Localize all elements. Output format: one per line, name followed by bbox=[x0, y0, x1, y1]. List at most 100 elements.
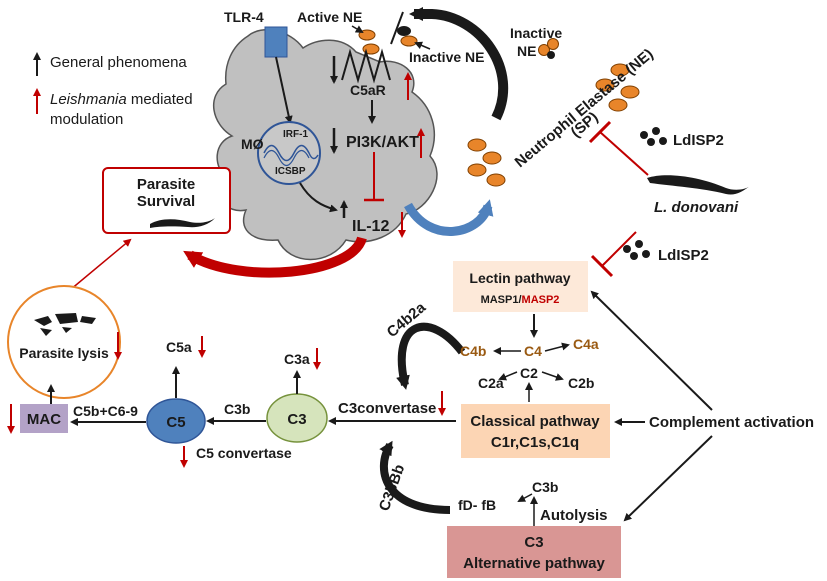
ne-particle-7 bbox=[467, 163, 487, 177]
ne-particle-4 bbox=[608, 98, 628, 112]
lysis-fragment-4 bbox=[40, 328, 52, 336]
pi3k-label: PI3K/AKT bbox=[346, 134, 419, 151]
c3bbb-curve-arrow bbox=[379, 440, 451, 514]
c4-label: C4 bbox=[524, 343, 542, 359]
c5-label: C5 bbox=[166, 414, 185, 431]
ne-elastase-label: Neutrophil Elastase (NE) bbox=[512, 46, 657, 172]
ne-particle-6 bbox=[482, 151, 502, 165]
lectin-label: Lectin pathway bbox=[469, 270, 570, 286]
mac-label: MAC bbox=[27, 411, 61, 428]
irf1-label: IRF-1 bbox=[283, 129, 308, 140]
alternative-pathway-box bbox=[447, 526, 621, 578]
ne-particle-5 bbox=[467, 138, 487, 152]
lectin-pathway-box bbox=[453, 261, 588, 312]
blue-curve-arrow bbox=[404, 199, 494, 236]
c4-to-c4a-arrow bbox=[544, 342, 570, 352]
fd-fb-label: fD- fB bbox=[458, 497, 496, 513]
lysis-fragment-2 bbox=[55, 313, 78, 324]
lysis-fragment-3 bbox=[80, 316, 96, 324]
inactive-ne-small-dark bbox=[547, 51, 555, 59]
inactive-ne-orange bbox=[400, 35, 418, 47]
inactive-ne-top-line1: Inactive bbox=[510, 25, 562, 41]
ne-particle-3 bbox=[620, 85, 640, 99]
tlr4-arrow bbox=[275, 56, 293, 124]
c5b-c6-9-label: C5b+C6-9 bbox=[73, 403, 138, 419]
ne-particle-8 bbox=[486, 173, 506, 187]
ldisp2-b-dot-3 bbox=[630, 252, 638, 260]
c2b-label: C2b bbox=[568, 375, 594, 391]
il12-label: IL-12 bbox=[352, 218, 389, 235]
alternative-line1: C3 bbox=[524, 534, 543, 551]
survival-line2: Survival bbox=[137, 193, 195, 210]
nucleus-wave-2 bbox=[263, 149, 310, 167]
active-ne-label: Active NE bbox=[297, 9, 362, 25]
ne-curve-arrow bbox=[409, 7, 509, 121]
survival-parasite-icon bbox=[150, 218, 215, 228]
inactive-ne-top-line2: NE bbox=[517, 43, 536, 59]
c2a-label: C2a bbox=[478, 375, 504, 391]
legend-general-label: General phenomena bbox=[50, 54, 187, 71]
c3-label: C3 bbox=[287, 411, 306, 428]
classical-pathway-box bbox=[461, 404, 610, 458]
survival-line1: Parasite bbox=[137, 176, 195, 193]
ldisp2-dot-3 bbox=[647, 138, 655, 146]
active-ne-2 bbox=[362, 43, 380, 55]
nucleus-to-il12-arrow bbox=[299, 182, 338, 213]
nucleus bbox=[257, 121, 321, 185]
nucleus-wave bbox=[263, 144, 319, 162]
parasite-lysis-label: Parasite lysis bbox=[19, 345, 109, 361]
icsbp-label: ICSBP bbox=[275, 166, 306, 177]
activation-to-alternative-arrow bbox=[623, 435, 713, 522]
slash-mark bbox=[390, 11, 404, 45]
classical-line1: Classical pathway bbox=[470, 413, 600, 430]
inactive-ne-small-2 bbox=[547, 38, 559, 50]
legend-leishmania-label: Leishmania mediated bbox=[50, 91, 193, 108]
complement-activation-label: Complement activation bbox=[649, 414, 814, 431]
inactive-ne-label: Inactive NE bbox=[409, 49, 484, 65]
ldisp2-b-dot-4 bbox=[642, 250, 650, 258]
lysis-to-survival-arrow bbox=[69, 238, 132, 291]
ldisp2-label-top: LdISP2 bbox=[673, 132, 724, 149]
alternative-line2: Alternative pathway bbox=[463, 555, 605, 572]
c2-to-c2b-arrow bbox=[541, 371, 564, 381]
ldisp2-inhibit-ne-line bbox=[599, 131, 649, 176]
c3a-label: C3a bbox=[284, 351, 310, 367]
ldisp2-inhibit-ne-bar bbox=[588, 120, 612, 144]
parasite-lysis-circle bbox=[7, 285, 121, 399]
lysis-fragment-5 bbox=[62, 327, 72, 333]
legend: General phenomena Leishmania mediated mo… bbox=[33, 52, 193, 128]
ldisp2-dot-2 bbox=[652, 127, 660, 135]
masp-label: MASP1/MASP2 bbox=[481, 294, 560, 306]
mo-label: MØ bbox=[241, 136, 264, 152]
ne-particle-1 bbox=[610, 63, 630, 77]
ldisp2-inhibit-lectin-bar bbox=[590, 254, 614, 278]
c4b2a-curve-arrow bbox=[396, 322, 466, 390]
tlr4-label: TLR-4 bbox=[224, 9, 264, 25]
c5-node bbox=[146, 398, 206, 444]
c3convertase-label: C3convertase bbox=[338, 400, 436, 417]
ldisp2-b-dot-2 bbox=[635, 240, 643, 248]
mac-box bbox=[20, 404, 68, 433]
inactive-ne-small-1 bbox=[538, 44, 550, 56]
ldisp2-label-bottom: LdISP2 bbox=[658, 247, 709, 264]
lysis-fragment-1 bbox=[34, 316, 52, 326]
parasite-survival-box bbox=[102, 167, 231, 234]
activation-to-lectin-arrow bbox=[590, 290, 713, 411]
classical-line2: C1r,C1s,C1q bbox=[491, 434, 579, 451]
legend-modulation-label: modulation bbox=[50, 111, 123, 128]
c4b-label: C4b bbox=[460, 343, 486, 359]
autolysis-label: Autolysis bbox=[540, 507, 608, 524]
c5ar-receptor bbox=[341, 48, 391, 84]
c3b-label: C3b bbox=[224, 401, 250, 417]
ldisp2-dot-1 bbox=[640, 131, 648, 139]
c2-to-c2a-arrow bbox=[498, 371, 518, 381]
l-donovani-label: L. donovani bbox=[654, 199, 739, 216]
inactive-ne-dark bbox=[397, 26, 411, 36]
red-curve-arrow bbox=[183, 235, 367, 278]
tlr4-receptor bbox=[264, 26, 288, 58]
c5-convertase-label: C5 convertase bbox=[196, 445, 292, 461]
ldisp2-b-dot-1 bbox=[623, 245, 631, 253]
c3b-alt-label: C3b bbox=[532, 479, 558, 495]
l-donovani-parasite bbox=[647, 175, 750, 195]
